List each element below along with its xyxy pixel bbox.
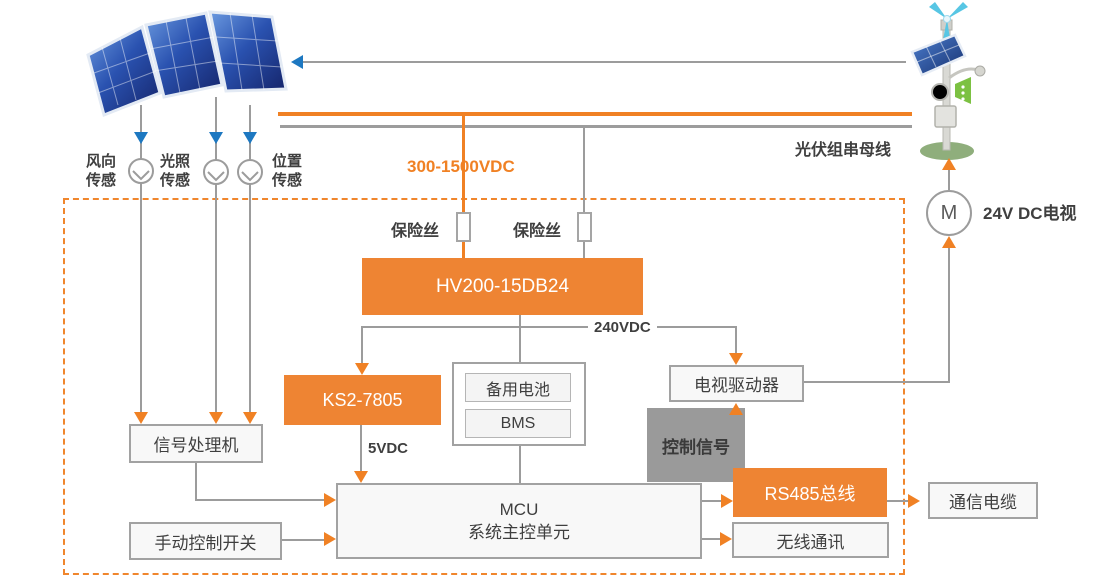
position-sensor-label: 位置 传感	[272, 152, 302, 190]
fuse-2-label: 保险丝	[513, 223, 562, 240]
ks-converter-box: KS2-7805	[284, 375, 441, 425]
battery-out-line	[519, 446, 521, 483]
street-light-pole-icon	[910, 2, 986, 160]
label-line: 传感	[272, 172, 303, 189]
pole-cabinet	[934, 105, 957, 128]
hv-converter-box: HV200-15DB24	[362, 258, 643, 315]
arrow-right-icon	[908, 494, 920, 508]
mcu-wireless-line	[702, 538, 721, 540]
position-sensor-icon	[237, 159, 263, 185]
pole-disc	[931, 83, 949, 101]
arrow-right-icon	[721, 494, 733, 508]
mcu-rs485-line	[702, 500, 722, 502]
wireless-comm-box: 无线通讯	[732, 522, 889, 558]
mcu-title: MCU	[499, 500, 539, 519]
mcu-subtitle: 系统主控单元	[468, 523, 570, 542]
dc-range-label: 300-1500VDC	[407, 157, 515, 176]
voltage-5-label: 5VDC	[368, 440, 409, 457]
label-line: 传感	[160, 172, 191, 189]
mcu-box: MCU 系统主控单元	[336, 483, 702, 559]
pv-bus-label: 光伏组串母线	[795, 142, 892, 159]
pv-feed-line	[302, 61, 906, 63]
solar-panel-array-icon	[86, 10, 288, 118]
camera-icon	[974, 65, 986, 77]
arrow-up-icon	[942, 236, 956, 248]
comm-cable-box: 通信电缆	[928, 482, 1038, 519]
pv-bus-gray-line	[280, 125, 912, 128]
arrow-left-icon	[291, 55, 303, 69]
label-line: 传感	[86, 172, 117, 189]
tv-driver-box: 电视驱动器	[669, 365, 804, 402]
rs485-cable-line	[887, 500, 908, 502]
arrow-down-blue-icon	[209, 132, 223, 144]
camera-arm	[948, 67, 979, 80]
arrow-down-icon	[209, 412, 223, 424]
arrow-right-icon	[324, 493, 336, 507]
wind-turbine-icon	[929, 2, 968, 40]
wind-sensor-label: 风向 传感	[86, 152, 116, 190]
label-line: 光照	[160, 153, 191, 170]
bus-drop-orange-line	[462, 114, 465, 258]
fuse-2-icon	[577, 212, 592, 242]
label-line: 位置	[272, 153, 303, 170]
pv-bus-orange-line	[278, 112, 912, 116]
fuse-1-label: 保险丝	[391, 223, 440, 240]
manual-switch-box: 手动控制开关	[129, 522, 282, 560]
arrow-down-icon	[243, 412, 257, 424]
light-sensor-label: 光照 传感	[160, 152, 190, 190]
pole-feed-line	[948, 170, 950, 190]
arrow-down-icon	[354, 471, 368, 483]
label-line: 风向	[86, 153, 117, 170]
arrow-right-icon	[720, 532, 732, 546]
branch-right-line	[735, 326, 737, 354]
tv-driver-out-line	[804, 381, 950, 383]
manual-switch-line	[282, 539, 325, 541]
signal-processor-box: 信号处理机	[129, 424, 263, 463]
arrow-down-blue-icon	[243, 132, 257, 144]
speaker-icon	[955, 77, 971, 104]
voltage-240-label: 240VDC	[588, 319, 657, 336]
ks-out-line	[360, 425, 362, 471]
tv-24v-label: 24V DC电视	[983, 204, 1077, 223]
arrow-down-icon	[355, 363, 369, 375]
fuse-1-icon	[456, 212, 471, 242]
branch-line	[361, 326, 737, 328]
sensor-line	[140, 105, 142, 415]
rs485-bus-box: RS485总线	[733, 468, 887, 517]
bus-drop-gray-line	[583, 126, 585, 258]
arrow-down-icon	[134, 412, 148, 424]
bms-box: BMS	[465, 409, 571, 438]
backup-battery-box: 备用电池	[465, 373, 571, 402]
motor-circle: M	[926, 190, 972, 236]
arrow-up-icon	[942, 158, 956, 170]
system-boundary-frame	[63, 198, 905, 575]
sensor-line	[249, 105, 251, 415]
light-sensor-icon	[203, 159, 229, 185]
pole-base	[920, 142, 974, 160]
arrow-up-icon	[729, 403, 743, 415]
hv-out-line	[519, 315, 521, 363]
arrow-right-icon	[324, 532, 336, 546]
sig-proc-out-line	[195, 463, 197, 501]
wind-sensor-icon	[128, 158, 154, 184]
branch-left-line	[361, 326, 363, 366]
sig-proc-out-line	[195, 499, 325, 501]
motor-feed-line	[948, 248, 950, 383]
arrow-down-icon	[729, 353, 743, 365]
pole-solar-panel-icon	[910, 33, 967, 77]
sensor-line	[215, 97, 217, 415]
control-signal-box: 控制信号	[647, 408, 745, 482]
arrow-down-blue-icon	[134, 132, 148, 144]
